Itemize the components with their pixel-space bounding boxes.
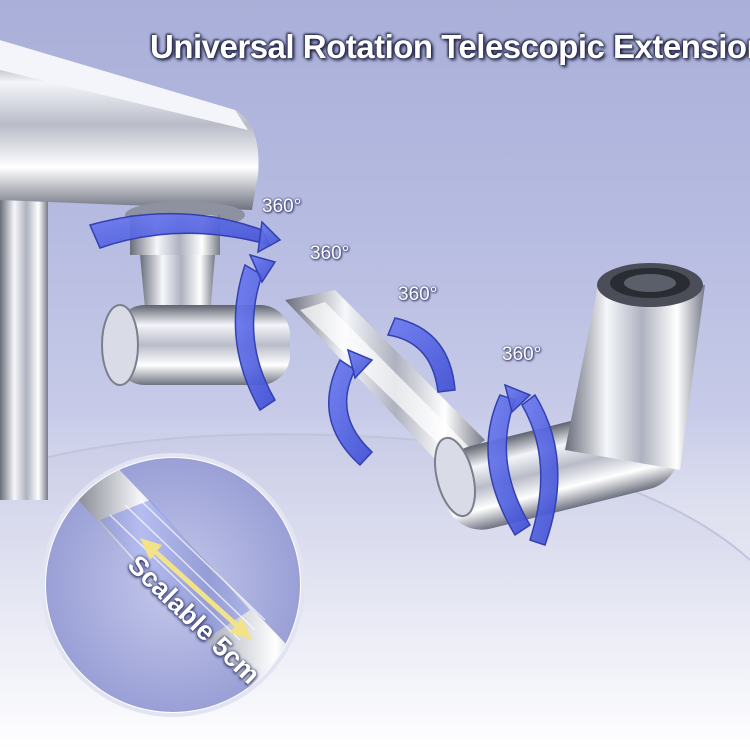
aerator-head bbox=[565, 263, 705, 470]
telescopic-inset bbox=[41, 453, 305, 717]
rotation-arrow-3 bbox=[328, 358, 374, 467]
rotation-label-3: 360° bbox=[398, 284, 438, 305]
rotation-arrow-2 bbox=[234, 263, 277, 412]
rotation-arrow-4 bbox=[487, 394, 532, 537]
rotation-label-2: 360° bbox=[310, 243, 350, 264]
faucet-body bbox=[0, 40, 259, 500]
headline: Universal Rotation Telescopic Extension bbox=[150, 28, 750, 65]
rotation-label-4: 360° bbox=[502, 344, 542, 365]
rotation-label-1: 360° bbox=[262, 196, 302, 217]
extension-arm bbox=[285, 290, 485, 470]
scale-arrow-line bbox=[148, 545, 244, 632]
rotation-arrows bbox=[88, 212, 559, 546]
